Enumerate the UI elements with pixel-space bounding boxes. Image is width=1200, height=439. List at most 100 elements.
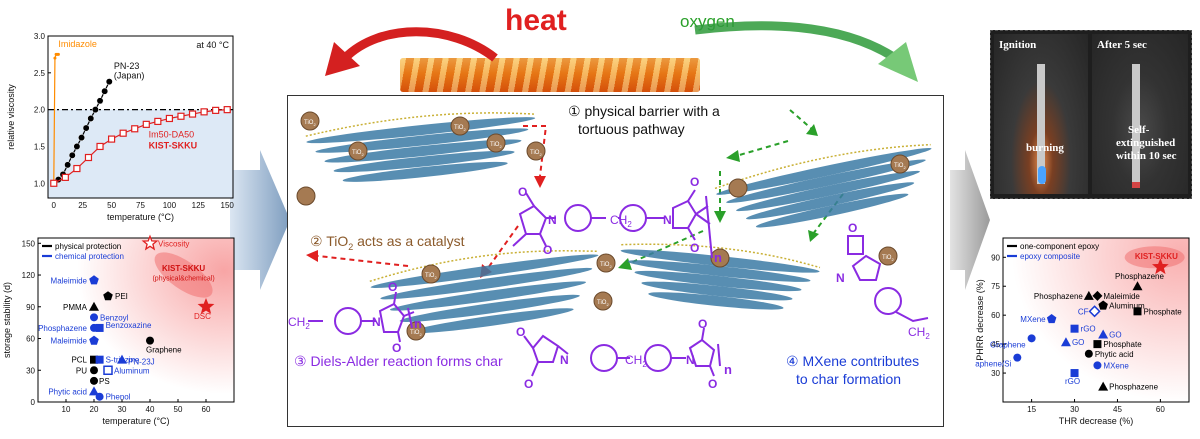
tio2-particle	[348, 141, 368, 161]
mol-n-index-3: n	[724, 362, 732, 377]
point-label-14: Aluminum	[114, 366, 150, 375]
flake-1	[714, 143, 932, 228]
mol-o-1: O	[518, 185, 527, 199]
series-point-2	[223, 106, 231, 114]
flake-layer	[333, 150, 515, 173]
mol-n-4: N	[560, 353, 569, 367]
point-label-7: Benzoxazine	[106, 321, 152, 330]
point-9	[146, 336, 154, 345]
bg-glow	[38, 238, 234, 402]
tio2-text: TiO	[600, 262, 610, 268]
x-tick-label-6: 150	[221, 201, 235, 210]
point-8	[1070, 324, 1079, 333]
tio2-particle	[526, 141, 546, 161]
point-0	[1152, 258, 1169, 275]
flake-layer	[648, 292, 784, 310]
series-point-1	[73, 143, 81, 150]
x-tick-label-3: 75	[136, 201, 145, 210]
flake-layer	[716, 148, 932, 195]
point-2	[89, 275, 99, 285]
mol-o-9: O	[698, 317, 707, 331]
legend-label-0: one-component epoxy	[1020, 242, 1099, 251]
y-axis-label: storage stability (d)	[2, 282, 12, 358]
point-7	[1046, 314, 1057, 324]
tio2-label: TiO2	[882, 255, 894, 262]
series-point-2	[107, 135, 116, 143]
series-point-2	[177, 112, 185, 120]
y-axis-label: relative viscosity	[6, 84, 16, 150]
point-6	[1088, 305, 1101, 318]
point-label-13: Phytic acid	[1095, 350, 1134, 359]
after-label: After 5 sec	[1097, 39, 1147, 51]
point-4	[89, 301, 99, 311]
tio2-particle	[300, 111, 320, 131]
tio2-label: TiO2	[410, 330, 422, 337]
tio2-sub: 2	[361, 152, 364, 157]
tio2-text: TiO	[530, 150, 540, 156]
x-tick-label-1: 20	[90, 405, 99, 414]
point-10	[1060, 337, 1071, 347]
series-label-imidazole: Imidazole	[58, 39, 97, 49]
series-point-2	[142, 120, 150, 128]
series-point-1	[105, 78, 113, 86]
point-label-15: PS	[99, 377, 110, 386]
after-photo: After 5 sec Self- extinguished within 10…	[1092, 34, 1188, 194]
tio2-particle	[486, 133, 506, 153]
point-5	[1133, 307, 1142, 316]
tio2-label: TiO2	[894, 163, 906, 170]
point-label-16: rGO	[1065, 377, 1080, 386]
tio2-label: TiO2	[600, 262, 612, 269]
series-point-2	[131, 125, 139, 133]
x-axis-label: temperature (°C)	[102, 416, 169, 426]
tio2-text: TiO	[490, 142, 500, 148]
tio2-text: TiO	[597, 300, 607, 306]
point-label-12: PN-23J	[128, 358, 155, 367]
tio2-sub: 2	[499, 144, 502, 149]
x-tick-label-2: 50	[107, 201, 116, 210]
point-11	[1027, 334, 1036, 343]
point-label-17: Phosphazene	[1109, 383, 1158, 392]
flake-layer	[745, 182, 915, 220]
tio2-particle	[421, 264, 441, 284]
mol-ch2-4: CH2	[908, 325, 930, 341]
tio2-particle	[596, 253, 616, 273]
mol-o-11: O	[848, 221, 857, 235]
tio2-sub: 2	[434, 275, 437, 280]
plot-frame	[1002, 237, 1190, 403]
tio2-text: TiO	[425, 273, 435, 279]
y-tick-label-0: 30	[991, 369, 1000, 378]
series-point-1	[101, 87, 109, 95]
point-1	[197, 298, 215, 314]
flake-layer	[399, 294, 580, 322]
flake-layer	[755, 193, 909, 228]
point-11	[95, 355, 104, 364]
point-5	[90, 313, 98, 322]
tio2-label: TiO2	[425, 273, 437, 280]
mol-n-2: N	[663, 213, 672, 227]
mol-o-6: O	[392, 341, 401, 355]
x-tick-label-0: 0	[52, 201, 57, 210]
kist-sub-label: (physical&chemical)	[152, 275, 214, 282]
y-tick-label-1: 30	[26, 366, 35, 375]
mol-ch2-3: CH2	[625, 353, 647, 369]
tio2-text: TiO	[410, 330, 420, 336]
legend-label-1: chemical protection	[55, 252, 124, 261]
series-label-kist: KIST-SKKU	[149, 141, 198, 151]
point-label-3: PEI	[115, 292, 128, 301]
series-point-2	[61, 173, 69, 181]
point-13	[90, 366, 98, 375]
series-label-im50: Im50-DA50	[149, 130, 195, 140]
point-label-9: Graphene	[146, 346, 182, 355]
tio2-particle	[450, 116, 470, 136]
kist-ellipse	[1124, 246, 1185, 269]
oxygen-arrow-icon	[694, 21, 918, 82]
point-label-2: Maleimide	[51, 276, 88, 285]
series-point-1	[96, 97, 104, 105]
point-label-4: Aluminum	[1109, 302, 1145, 311]
series-point-2	[73, 164, 81, 173]
mol-o-2: O	[543, 243, 552, 257]
self-label-3: within 10 sec	[1116, 150, 1177, 162]
x-tick-label-4: 100	[163, 201, 177, 210]
series-point-0	[56, 52, 60, 56]
mol-o-10: O	[708, 377, 717, 391]
